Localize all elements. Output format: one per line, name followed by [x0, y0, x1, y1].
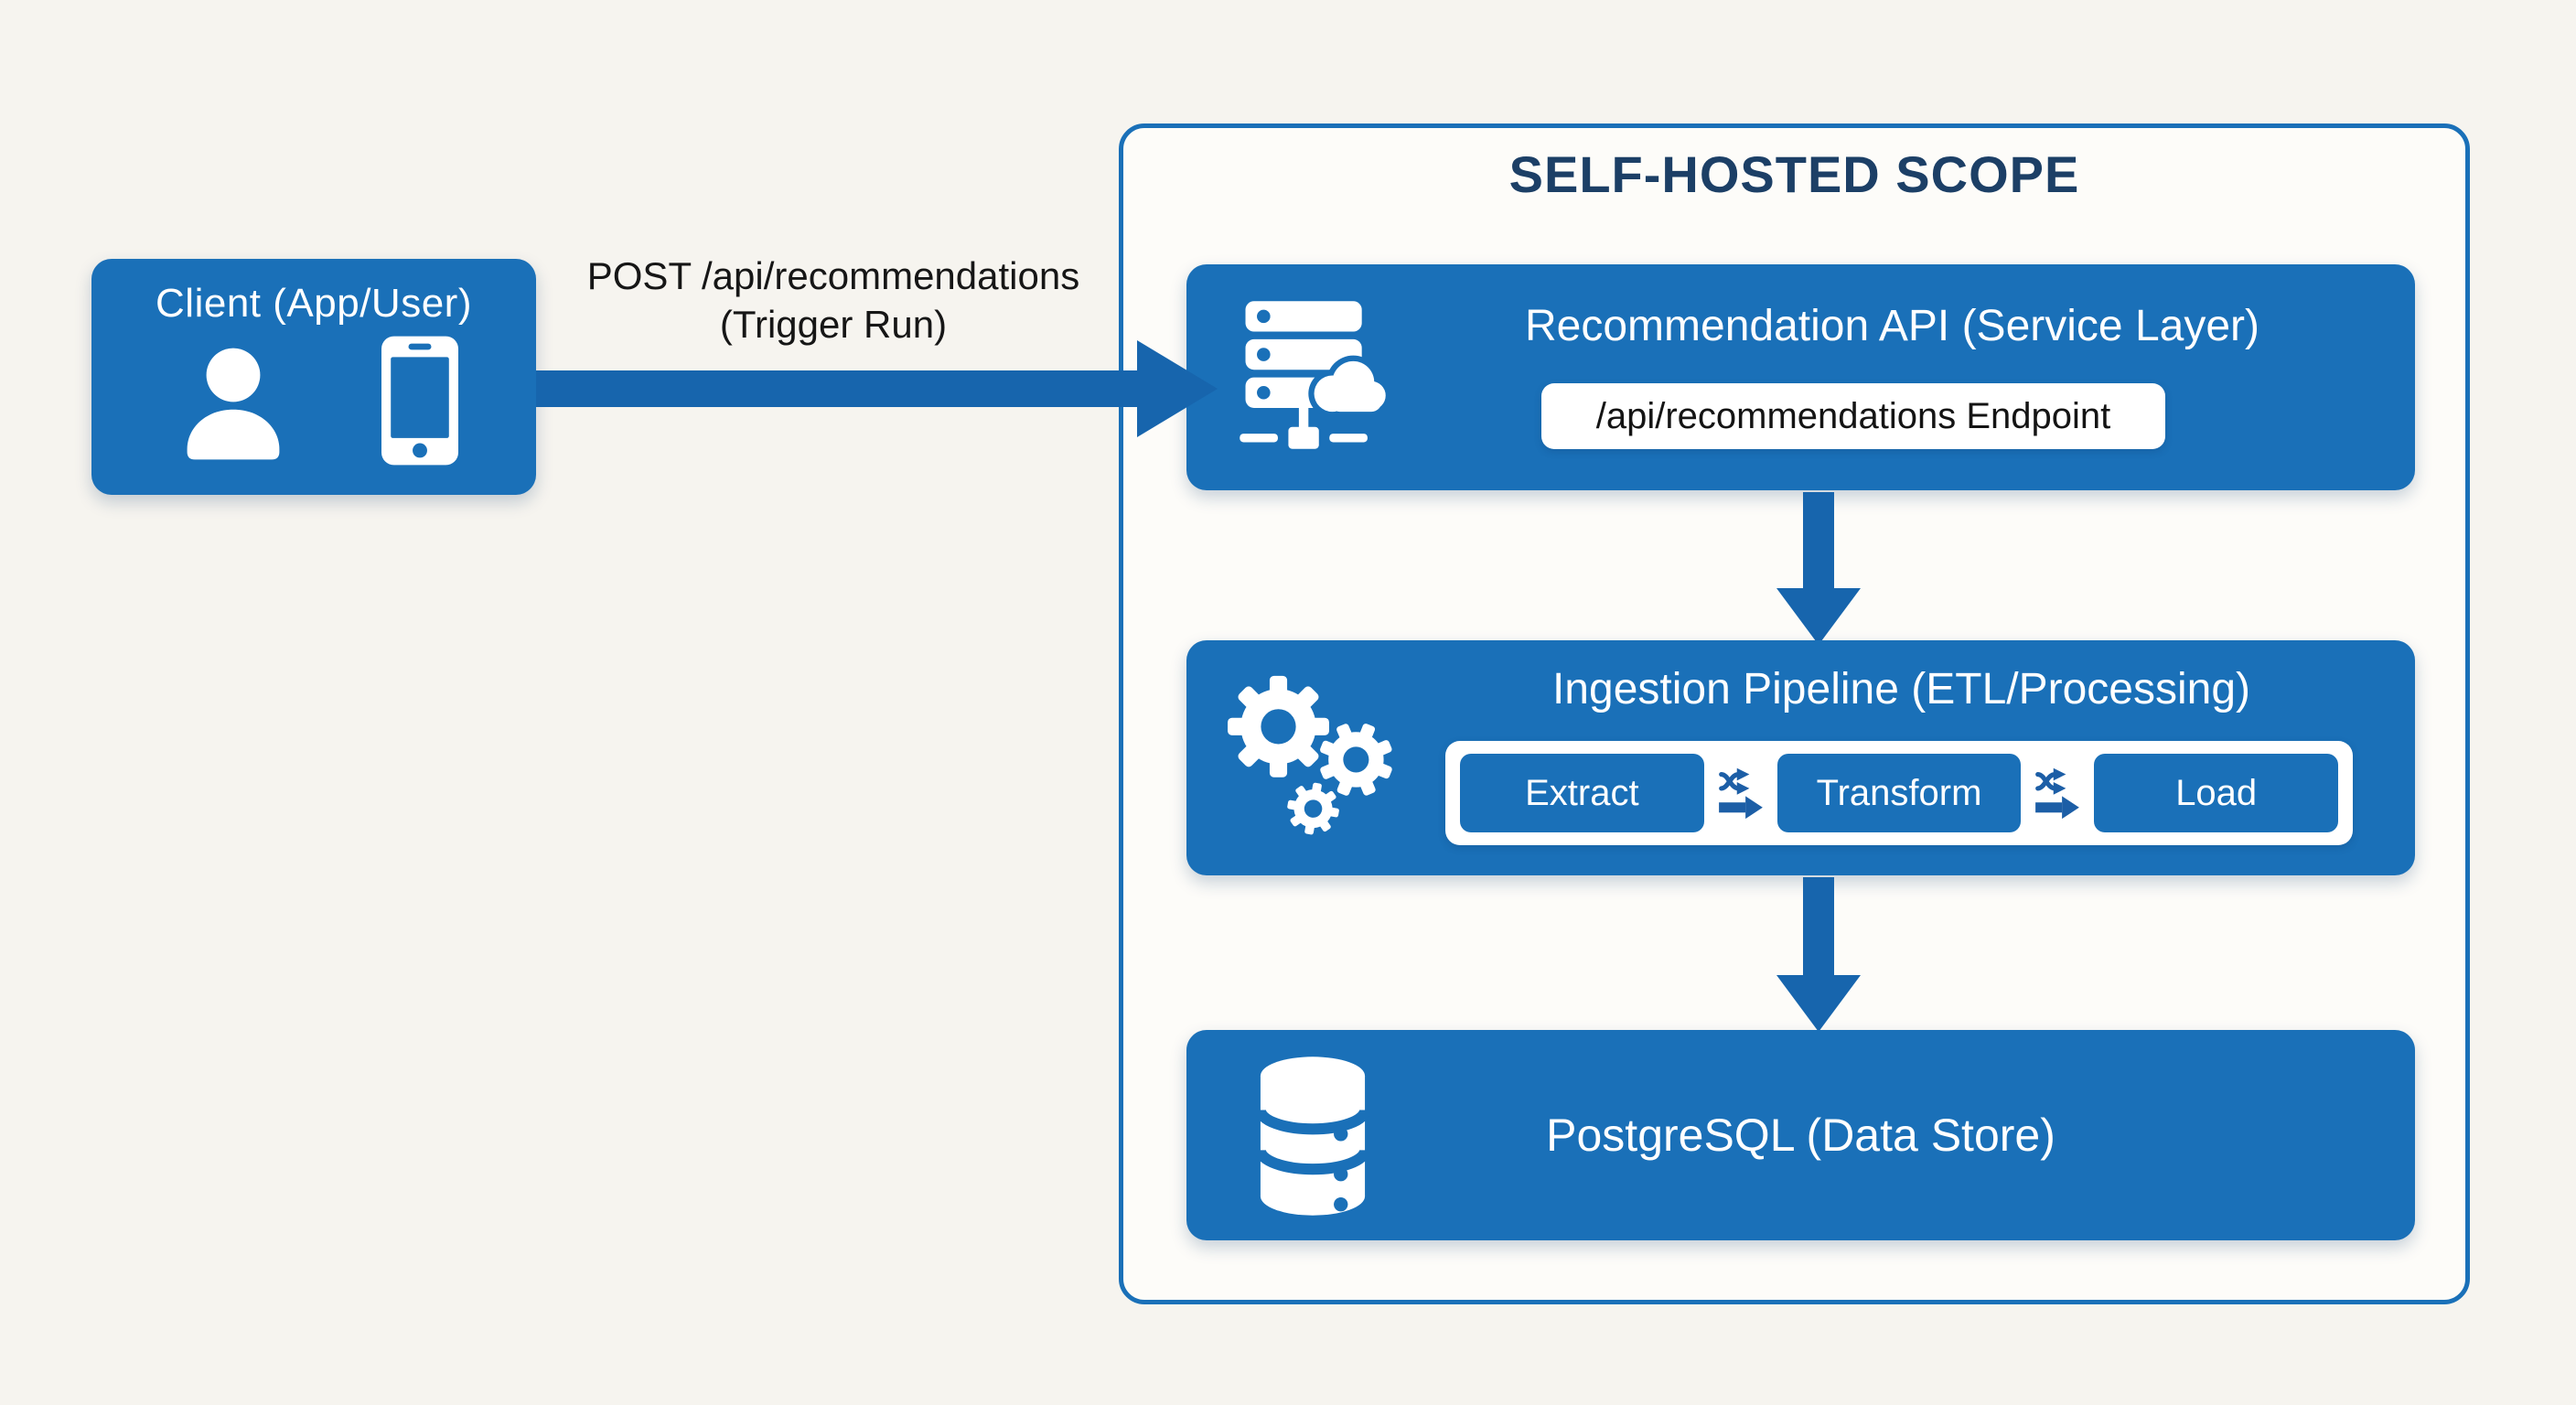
api-box-title: Recommendation API (Service Layer) [1524, 302, 2259, 350]
etl-step-transform-label: Transform [1816, 772, 1982, 813]
request-arrow-head [1137, 340, 1218, 437]
database-icon [1252, 1054, 1373, 1218]
user-icon [169, 337, 297, 465]
gears-icon [1221, 666, 1409, 849]
request-label-line2: (Trigger Run) [719, 302, 948, 346]
smartphone-icon [381, 336, 458, 466]
down-arrow-2-head [1776, 975, 1861, 1032]
scope-title: SELF-HOSTED SCOPE [1508, 145, 2080, 203]
etl-step-load: Load [2094, 754, 2339, 832]
endpoint-pill-label: /api/recommendations Endpoint [1595, 395, 2111, 436]
server-cloud-icon [1234, 299, 1391, 452]
client-box: Client (App/User) [91, 259, 536, 495]
postgresql-box-title: PostgreSQL (Data Store) [1546, 1110, 2055, 1161]
request-label-line1: POST /api/recommendations [586, 254, 1080, 297]
ingestion-pipeline-box: Ingestion Pipeline (ETL/Processing) Extr… [1186, 640, 2415, 875]
shuffle-arrow-icon [1717, 767, 1765, 820]
down-arrow-1-head [1776, 588, 1861, 645]
down-arrow-2-shaft [1803, 877, 1834, 976]
etl-step-extract-label: Extract [1525, 772, 1639, 813]
client-box-title: Client (App/User) [156, 281, 472, 326]
shuffle-arrow-icon [2034, 767, 2081, 820]
pipeline-box-title: Ingestion Pipeline (ETL/Processing) [1551, 665, 2251, 713]
etl-step-transform: Transform [1776, 754, 2022, 832]
recommendation-api-box: Recommendation API (Service Layer) /api/… [1186, 264, 2415, 490]
etl-step-extract: Extract [1460, 754, 1704, 832]
etl-strip: Extract Transform Load [1445, 741, 2353, 845]
request-arrow-shaft [536, 370, 1138, 407]
client-icons [91, 336, 536, 466]
endpoint-pill: /api/recommendations Endpoint [1541, 383, 2165, 449]
postgresql-box: PostgreSQL (Data Store) [1186, 1030, 2415, 1240]
request-label: POST /api/recommendations (Trigger Run) [554, 252, 1112, 349]
down-arrow-1-shaft [1803, 492, 1834, 589]
etl-step-load-label: Load [2175, 772, 2258, 813]
